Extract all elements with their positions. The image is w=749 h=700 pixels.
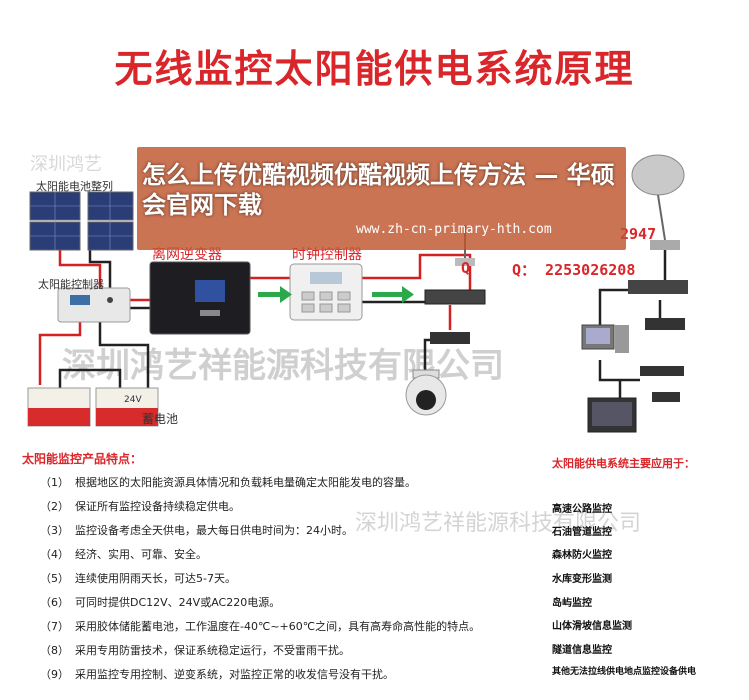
wire-right-4 xyxy=(600,360,640,380)
timer-controller xyxy=(290,264,362,320)
contact-q-left: Q xyxy=(461,259,470,277)
application-item: 隧道信息监控 xyxy=(552,641,612,656)
application-item: 山体滑坡信息监测 xyxy=(552,617,632,632)
application-item: 水库变形监测 xyxy=(552,570,612,585)
controller-label: 太阳能控制器 xyxy=(38,276,104,292)
applications-title: 太阳能供电系统主要应用于： xyxy=(552,455,695,471)
wire-right-2 xyxy=(600,290,640,325)
feature-item: （9）采用监控专用控制、逆变系统，对监控正常的收发信号没有干扰。 xyxy=(40,666,394,682)
feature-item: （8）采用专用防雷技术，保证系统稳定运行，不受雷雨干扰。 xyxy=(40,642,350,658)
contact-qq: Q： 2253026208 xyxy=(512,259,635,280)
battery-label: 蓄电池 xyxy=(142,410,178,427)
application-item: 其他无法拉线供电地点监控设备供电 xyxy=(552,664,696,677)
wire-battery-link xyxy=(60,370,120,388)
overlay-url[interactable]: www.zh-cn-primary-hth.com xyxy=(356,222,552,237)
inverter xyxy=(150,262,250,334)
wire-controller-battery-black xyxy=(100,320,148,388)
overlay-title[interactable]: 怎么上传优酷视频优酷视频上传方法 — 华硕会官网下载 xyxy=(142,160,622,220)
feature-item: （7）采用胶体储能蓄电池，工作温度在-40℃~+60℃之间，具有高寿命高性能的特… xyxy=(40,618,480,634)
feature-item: （5）连续使用阴雨天长，可达5-7天。 xyxy=(40,570,236,586)
feature-item: （3）监控设备考虑全天供电，最大每日供电时间为：24小时。 xyxy=(40,522,353,538)
solar-panel-array xyxy=(30,192,133,250)
application-item: 石油管道监控 xyxy=(552,523,612,538)
network-switch xyxy=(425,290,485,344)
feature-item: （1）根据地区的太阳能资源具体情况和负载耗电量确定太阳能发电的容量。 xyxy=(40,474,416,490)
solar-panel-label: 太阳能电池整列 xyxy=(36,178,113,194)
battery-voltage-label: 24V xyxy=(124,395,142,405)
batteries xyxy=(28,388,158,426)
feature-item: （6）可同时提供DC12V、24V或AC220电源。 xyxy=(40,594,280,610)
features-title: 太阳能监控产品特点： xyxy=(22,450,142,467)
wire-timer-switch-red xyxy=(360,255,470,290)
solar-controller xyxy=(58,288,130,322)
application-item: 岛屿监控 xyxy=(552,594,592,609)
application-item: 高速公路监控 xyxy=(552,500,612,515)
application-item: 森林防火监控 xyxy=(552,546,612,561)
feature-item: （4）经济、实用、可靠、安全。 xyxy=(40,546,207,562)
right-network-devices xyxy=(582,280,688,432)
dome-camera xyxy=(406,370,446,415)
feature-item: （2）保证所有监控设备持续稳定供电。 xyxy=(40,498,240,514)
